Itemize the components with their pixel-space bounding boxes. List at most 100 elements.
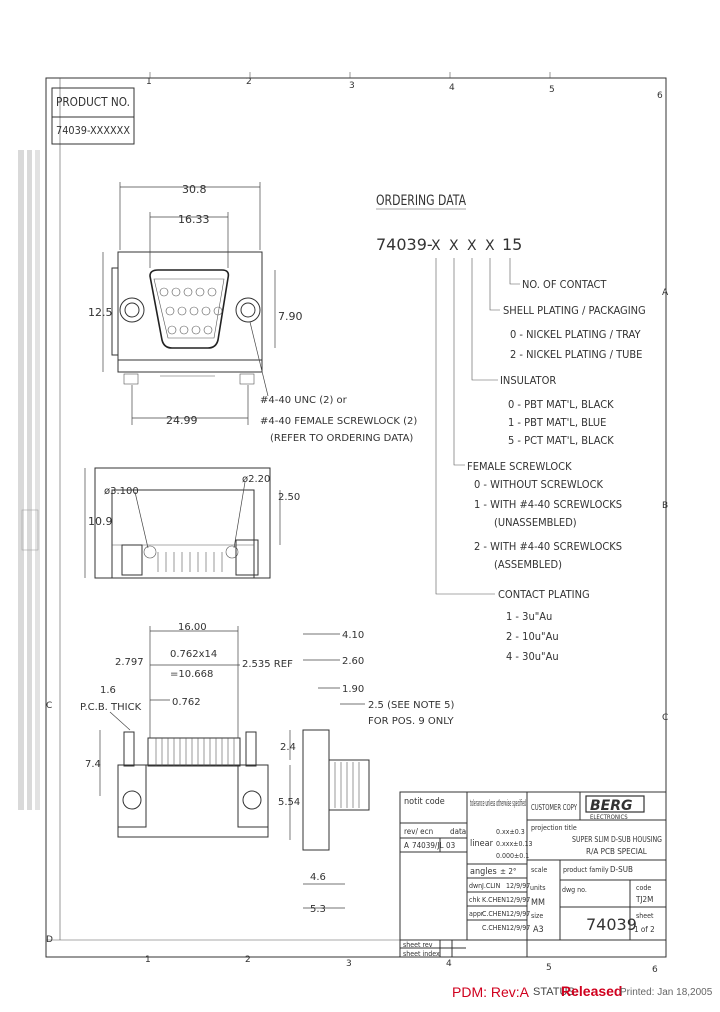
dim-0-762x14: 0.762x14 <box>170 649 217 660</box>
tb-appr-date: 12/9/97 <box>506 910 530 918</box>
tb-appr-name: C.CHEN <box>482 910 507 918</box>
dim-10-9: 10.9 <box>88 515 113 528</box>
tb-sheet-rev: sheet rev <box>403 941 433 949</box>
left-zone-c: C <box>46 701 52 711</box>
shell-opt-0: 0 - NICKEL PLATING / TRAY <box>510 328 641 341</box>
tb-tol-1: 0.xx±0.3 <box>496 828 525 836</box>
top-view-drawing <box>84 467 281 579</box>
right-zone-markers: A B C C D <box>46 288 669 945</box>
dim-2-4: 2.4 <box>280 742 296 753</box>
insulator-opt-0: 0 - PBT MAT'L, BLACK <box>508 398 614 411</box>
tb-chk-name: K.CHEN <box>482 896 506 904</box>
bottom-zone-3: 3 <box>346 959 352 969</box>
title-block <box>399 791 667 958</box>
dim-7-4: 7.4 <box>85 759 101 770</box>
top-zone-6: 6 <box>657 91 663 101</box>
tb-notit-code: notit code <box>404 797 445 807</box>
dim-5-54: 5.54 <box>278 797 300 808</box>
tb-rev-ecn: 74039/JL <box>412 841 443 850</box>
insulator-opt-1: 1 - PBT MAT'L, BLUE <box>508 416 606 429</box>
left-zone-d: D <box>46 935 53 945</box>
tb-company: BERG <box>590 798 633 814</box>
top-zone-5: 5 <box>549 85 555 95</box>
tb-title-1: SUPER SLIM D-SUB HOUSING <box>572 835 662 844</box>
tb-rev-letter: A <box>404 841 409 850</box>
ordering-code-x2: X <box>449 238 459 254</box>
dim-30-8: 30.8 <box>182 183 207 196</box>
ordering-code: 74039- X X X X 15 <box>376 235 522 254</box>
tb-dwn-date: 12/9/97 <box>506 882 530 890</box>
ordering-code-prefix: 74039- <box>376 235 433 254</box>
tb-rev-hdr: rev/ ecn <box>404 827 433 836</box>
shell-heading: SHELL PLATING / PACKAGING <box>503 304 646 317</box>
product-box-header: PRODUCT NO. <box>56 95 130 109</box>
tb-sheet-index: sheet index <box>403 950 440 958</box>
tb-number: 74039 <box>586 915 637 934</box>
ordering-code-x4: X <box>485 238 495 254</box>
bottom-zone-6: 6 <box>652 965 658 975</box>
tb-data: data <box>450 827 466 836</box>
dim-dia-2-20: ø2.20 <box>242 474 270 485</box>
dim-0-762: 0.762 <box>172 697 201 708</box>
ordering-code-end: 15 <box>502 235 522 254</box>
top-zone-1: 1 <box>146 77 152 87</box>
screw-note-2: #4-40 FEMALE SCREWLOCK (2) <box>260 416 417 427</box>
sheet-border <box>45 77 667 958</box>
tb-angles-val: ± 2° <box>500 867 517 876</box>
product-number-box: PRODUCT NO. 74039-XXXXXX <box>51 87 135 145</box>
dim-12-5: 12.5 <box>88 306 113 319</box>
tb-appr-lbl: appr <box>469 910 484 918</box>
pdm-revision: PDM: Rev:A <box>452 984 530 1000</box>
dim-2-5-note: 2.5 (SEE NOTE 5) <box>368 700 454 711</box>
tb-code-lbl: code <box>636 884 651 892</box>
ordering-leaders <box>435 258 520 595</box>
plating-opt-4: 4 - 30u"Au <box>506 650 559 663</box>
shell-opt-2: 2 - NICKEL PLATING / TUBE <box>510 348 642 361</box>
dim-1-90: 1.90 <box>342 684 364 695</box>
tb-extra-date: 12/9/97 <box>506 924 530 932</box>
tb-tol-3: 0.000±0.1 <box>496 852 529 860</box>
dim-5-3: 5.3 <box>310 904 326 915</box>
bottom-zone-1: 1 <box>145 955 151 965</box>
bottom-zone-2: 2 <box>245 955 251 965</box>
side-view-drawing <box>289 633 370 909</box>
tb-family: product family <box>563 866 609 874</box>
screwlock-heading: FEMALE SCREWLOCK <box>467 460 572 473</box>
plating-heading: CONTACT PLATING <box>498 588 590 601</box>
top-zone-2: 2 <box>246 77 252 87</box>
printed-date: Printed: Jan 18,2005 <box>620 987 713 998</box>
tb-dwn-lbl: dwn <box>469 882 482 890</box>
top-zone-markers: 1 2 3 4 5 6 <box>146 72 663 101</box>
dim-16-00: 16.00 <box>178 622 207 633</box>
dim-2-60: 2.60 <box>342 656 364 667</box>
tb-code-val: TJ2M <box>635 895 653 904</box>
insulator-heading: INSULATOR <box>500 374 556 387</box>
tb-units: units <box>530 884 545 892</box>
front-view-drawing <box>102 182 276 425</box>
tb-chk-date: 12/9/97 <box>506 896 530 904</box>
top-zone-3: 3 <box>349 81 355 91</box>
bottom-front-drawing <box>99 626 269 838</box>
dim-2-535-ref: 2.535 REF <box>242 659 293 670</box>
ordering-contacts: NO. OF CONTACT <box>522 278 607 291</box>
right-zone-b: B <box>662 501 668 511</box>
dim-16-33: 16.33 <box>178 213 210 226</box>
tb-angles: angles <box>470 867 497 877</box>
dim-dia-3-100: ø3.100 <box>104 486 139 497</box>
tb-size: size <box>531 912 543 920</box>
screwlock-opt-1b: (UNASSEMBLED) <box>494 516 577 529</box>
tb-tolerance: tolerance unless otherwise specified <box>470 799 526 809</box>
tb-title-2: R/A PCB SPECIAL <box>586 847 647 856</box>
tb-size-val: A3 <box>533 925 544 935</box>
status-value: Released <box>561 983 623 999</box>
screw-note-3: (REFER TO ORDERING DATA) <box>270 433 413 444</box>
tb-units-val: MM <box>531 898 545 908</box>
tb-customer: CUSTOMER COPY <box>531 803 577 812</box>
dim-24-99: 24.99 <box>166 414 198 427</box>
dim-pcb-thick: P.C.B. THICK <box>80 702 142 713</box>
dim-2-50: 2.50 <box>278 492 300 503</box>
dim-10-668: =10.668 <box>170 669 213 680</box>
ordering-code-x3: X <box>467 238 477 254</box>
bottom-zone-4: 4 <box>446 959 452 969</box>
